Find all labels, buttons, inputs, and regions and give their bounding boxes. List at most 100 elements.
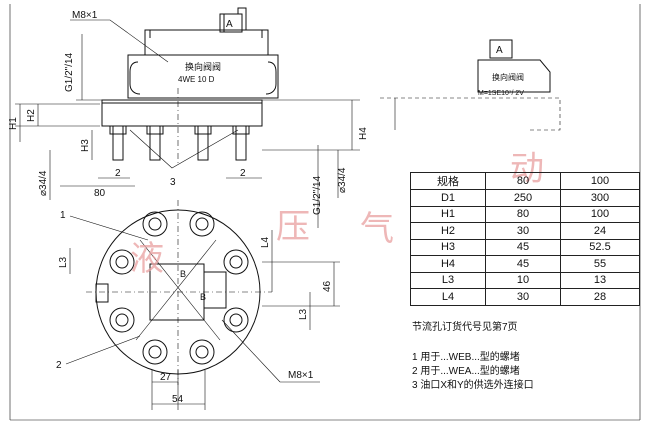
table-cell: 80: [485, 205, 561, 223]
valve-model-right: M=1SE10⁷/ 2V: [478, 90, 524, 97]
leader-2: [65, 335, 141, 365]
connector-label-right: A: [496, 45, 503, 56]
side-view: A 换向阀阀 4WE 10 D 3 M8×1 G1/2"/14: [8, 7, 369, 228]
fitting-nut: [146, 125, 164, 135]
valve-name-right: 换向阀阀: [492, 72, 524, 82]
watermark-char: 压: [276, 209, 310, 246]
m8x1-label-bottom: M8×1: [288, 370, 314, 381]
connector-label-a: A: [226, 19, 233, 30]
table-cell: 45: [485, 255, 561, 273]
solenoid-right: [265, 61, 277, 95]
table-cell: 30: [485, 222, 561, 240]
table-header-cell: 100: [560, 172, 640, 190]
solenoid-left: [129, 61, 141, 95]
table-cell: 100: [560, 205, 640, 223]
note-3: 3 油口X和Y的供选外连接口: [412, 380, 534, 391]
bolt-holes: [109, 211, 249, 365]
dia-label-right: ⌀34/4: [337, 167, 348, 193]
connector-cable: [237, 7, 247, 30]
dim-80-label: 80: [94, 188, 106, 199]
table-header-row: 规格 80 100: [410, 172, 640, 190]
valve-top-edges: [149, 30, 263, 38]
partial-view: A 换向阀阀 M=1SE10⁷/ 2V: [380, 39, 561, 131]
watermark-char: 气: [360, 210, 394, 248]
dim-2-right-label: 2: [240, 168, 246, 179]
bolt-hole: [142, 211, 168, 237]
table-cell: 52.5: [560, 238, 640, 256]
bolt-hole-inner: [229, 313, 243, 327]
bolt-hole: [223, 307, 249, 333]
diagonals: [135, 239, 221, 341]
table-cell: 55: [560, 255, 640, 273]
table-header-cell: 规格: [410, 172, 486, 190]
callout-1: 1: [60, 210, 66, 221]
fitting-nut: [194, 125, 212, 135]
watermark: 液 压 气 动: [130, 151, 544, 278]
bolt-hole-inner: [148, 217, 162, 231]
throttle-note: 节流孔订货代号见第7页: [412, 322, 518, 333]
table-cell: H4: [410, 255, 486, 273]
bolt-hole: [142, 339, 168, 365]
bolt-hole-inner: [148, 345, 162, 359]
bolt-hole-inner: [115, 255, 129, 269]
dim-l4-label: L4: [260, 236, 271, 248]
fitting-nut: [232, 125, 250, 135]
fittings: [109, 125, 250, 161]
watermark-char: 液: [130, 240, 164, 278]
valve-name-label: 换向阀阀: [185, 61, 221, 72]
fitting: [235, 125, 247, 161]
table-cell: 24: [560, 222, 640, 240]
port-b-right: B: [200, 292, 206, 302]
fitting: [197, 125, 209, 161]
callout-3: 3: [170, 177, 176, 188]
plan-view: B B 1 2 L3 L4 L3 46 27 54: [56, 200, 340, 410]
table-cell: 300: [560, 189, 640, 207]
table-header-cell: 80: [485, 172, 561, 190]
dim-54-label: 54: [172, 394, 184, 405]
table-cell: H2: [410, 222, 486, 240]
table-cell: H3: [410, 238, 486, 256]
bolt-hole-inner: [229, 255, 243, 269]
leader-m8-top: [70, 19, 169, 63]
table-cell: 250: [485, 189, 561, 207]
subplate-right: [380, 97, 561, 131]
note-2: 2 用于...WEA...型的螺堵: [412, 366, 520, 377]
table-cell: 13: [560, 271, 640, 289]
bolt-hole: [189, 339, 215, 365]
port-b-left: B: [180, 269, 186, 279]
fitting: [112, 125, 124, 161]
leader-1: [69, 215, 149, 241]
dim-27-label: 27: [160, 372, 172, 383]
callout-2: 2: [56, 360, 62, 371]
leader-m8-bottom: [221, 319, 281, 383]
dim-46-label: 46: [322, 280, 333, 292]
bolt-hole: [109, 307, 135, 333]
table-cell: 10: [485, 271, 561, 289]
note-1: 1 用于...WEB...型的螺堵: [412, 352, 520, 363]
dim-2-left-label: 2: [115, 168, 121, 179]
bolt-hole: [109, 249, 135, 275]
valve-footprint-side: [203, 271, 227, 309]
dim-l3-left-label: L3: [58, 256, 69, 268]
dim-h1-label: H1: [8, 117, 19, 130]
g-thread-label-right: G1/2"/14: [312, 175, 323, 215]
table-cell: L3: [410, 271, 486, 289]
bolt-hole-inner: [115, 313, 129, 327]
table-cell: 30: [485, 288, 561, 306]
connector-box: [219, 13, 243, 33]
dim-h3-label: H3: [80, 139, 91, 152]
dim-h2-label: H2: [26, 109, 37, 122]
connector-box-right: [489, 39, 513, 59]
m8x1-label-top: M8×1: [72, 10, 98, 21]
bolt-hole-inner: [195, 217, 209, 231]
dia-label-left: ⌀34/4: [38, 170, 49, 196]
valve-model-label: 4WE 10 D: [178, 75, 215, 84]
